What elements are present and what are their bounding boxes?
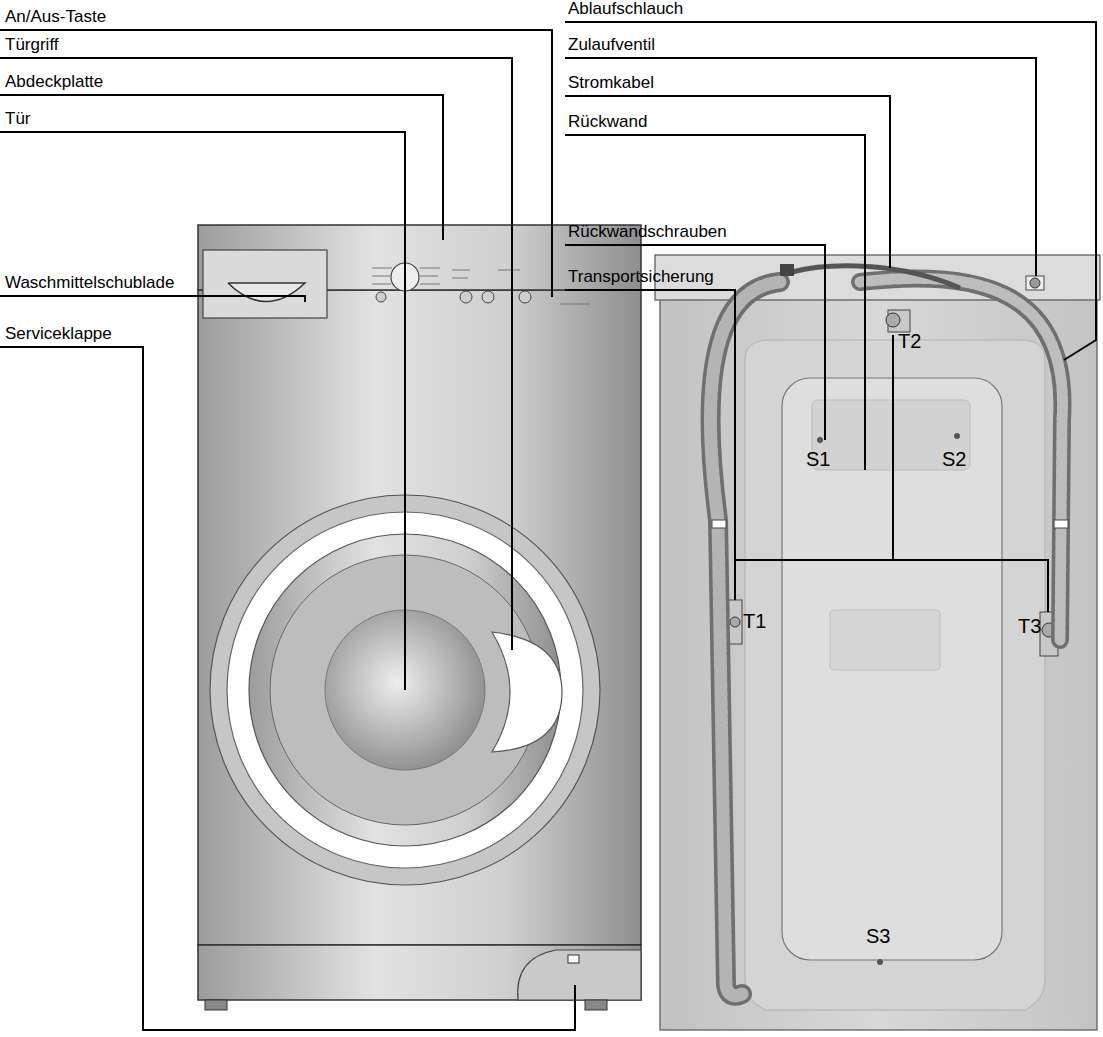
panel-screw xyxy=(877,959,883,965)
foot xyxy=(585,1000,607,1010)
leader-lines xyxy=(0,22,1096,1030)
transport-bolt xyxy=(730,617,740,627)
panel-recess xyxy=(812,400,970,470)
front-body xyxy=(198,290,641,945)
part-label: Serviceklappe xyxy=(5,325,112,344)
part-label: Waschmittelschublade xyxy=(5,274,174,293)
panel-button xyxy=(460,291,472,303)
part-label: Rückwandschrauben xyxy=(568,223,727,242)
leader-line xyxy=(565,58,1036,276)
panel-button xyxy=(482,291,494,303)
inlet-hose xyxy=(860,278,1062,640)
door-handle xyxy=(492,632,562,752)
callout-label: T2 xyxy=(898,330,921,352)
foot xyxy=(205,1000,227,1010)
back-recess xyxy=(745,340,1045,1010)
leader-line xyxy=(565,290,1048,612)
part-label: Stromkabel xyxy=(568,74,654,93)
panel-screw xyxy=(817,437,823,443)
leader-line xyxy=(0,347,575,1030)
power-button xyxy=(519,291,531,303)
transport-bolt xyxy=(886,313,900,327)
part-label: An/Aus-Taste xyxy=(5,8,106,27)
part-label: Türgriff xyxy=(5,36,59,55)
hose-clip xyxy=(1054,520,1068,528)
panel-screw xyxy=(954,433,960,439)
leader-line xyxy=(0,132,405,690)
drawer-handle xyxy=(228,283,305,302)
leader-line xyxy=(565,135,865,470)
leader-line xyxy=(565,245,825,440)
flap-catch xyxy=(568,955,579,963)
leader-line xyxy=(0,58,512,650)
inlet-hose xyxy=(860,278,1062,640)
leader-line xyxy=(0,95,443,240)
part-label: Transportsicherung xyxy=(568,268,714,287)
callout-label: S2 xyxy=(942,448,966,470)
part-label: Rückwand xyxy=(568,113,647,132)
transport-bolt xyxy=(728,600,742,644)
callout-label: T1 xyxy=(743,610,766,632)
inlet-valve xyxy=(1026,276,1044,290)
panel-button xyxy=(376,292,386,302)
service-flap xyxy=(518,950,641,1000)
hose-clip xyxy=(712,520,726,528)
callout-label: T3 xyxy=(1018,615,1041,637)
part-label: Abdeckplatte xyxy=(5,73,103,92)
back-view xyxy=(655,255,1100,1030)
leader-line xyxy=(565,22,1096,360)
panel-recess xyxy=(830,610,940,670)
leader-line xyxy=(0,296,305,302)
front-view xyxy=(198,225,641,1010)
callout-label: S3 xyxy=(866,925,890,947)
part-label: Tür xyxy=(5,110,31,129)
detergent-drawer xyxy=(203,250,327,318)
callout-label: S1 xyxy=(806,448,830,470)
leader-line xyxy=(565,96,890,268)
inlet-valve xyxy=(1030,278,1040,288)
drain-hose xyxy=(711,282,780,996)
drain-hose xyxy=(711,282,780,996)
part-label: Zulaufventil xyxy=(568,36,655,55)
power-cable xyxy=(792,266,960,288)
part-label: Ablaufschlauch xyxy=(568,0,683,19)
power-plug xyxy=(780,264,794,276)
leader-line xyxy=(0,30,552,297)
